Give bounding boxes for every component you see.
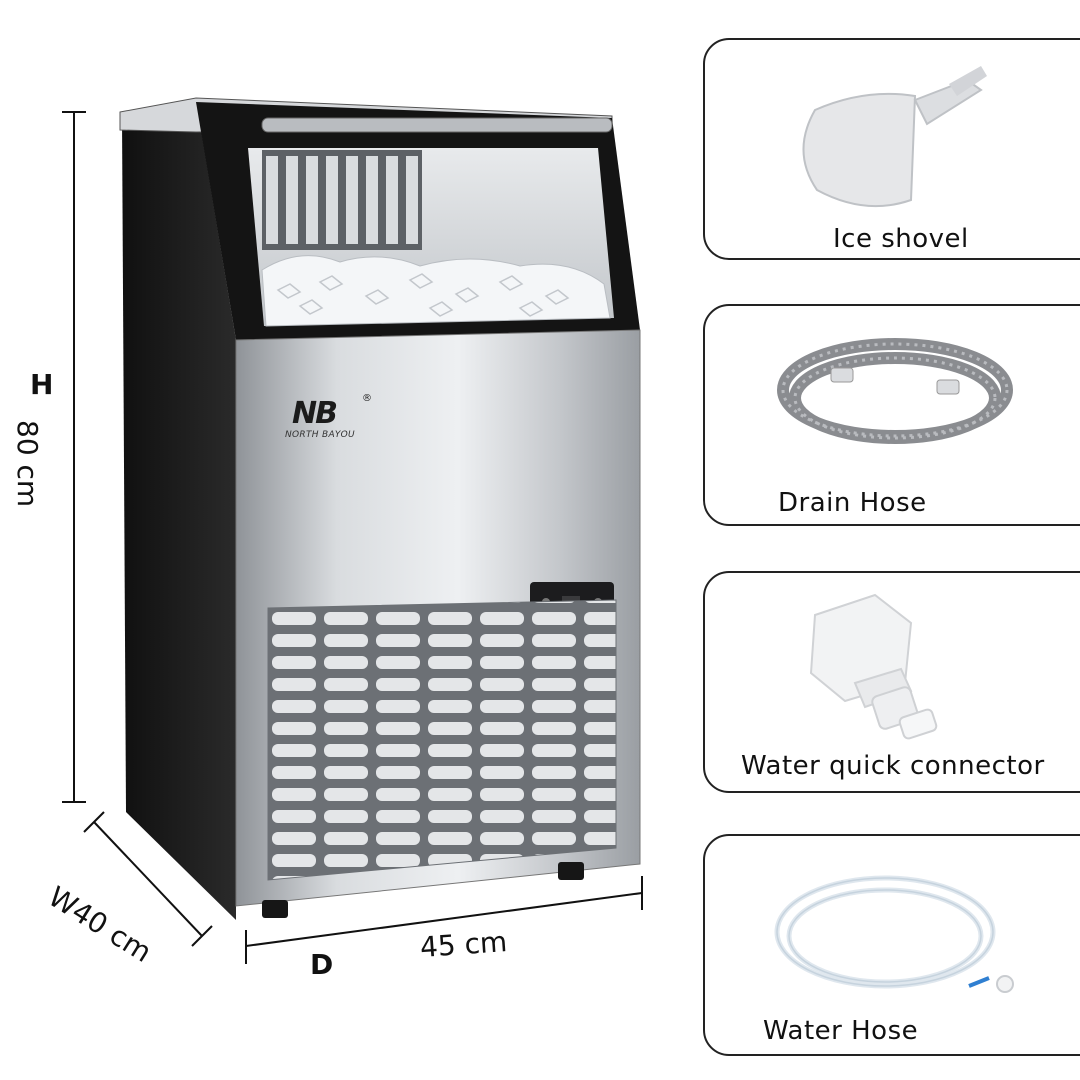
brand-name: NORTH BAYOU (285, 430, 355, 440)
cabinet-side (122, 100, 236, 920)
depth-label: D (310, 948, 334, 981)
accessory-label: Drain Hose (778, 488, 927, 518)
accessory-label: Water Hose (763, 1016, 919, 1046)
accessory-card-water-quick-connector: Water quick connector (703, 571, 1080, 793)
brand-logo: NB (292, 396, 338, 431)
depth-value: 45 cm (418, 924, 509, 965)
height-dimension-line (62, 111, 86, 803)
accessory-label: Ice shovel (833, 224, 969, 254)
water-tube-icon (774, 875, 1014, 993)
vent-grille (267, 599, 617, 881)
height-label: H (30, 368, 54, 401)
width-dimension-line (83, 811, 213, 947)
accessory-label: Water quick connector (741, 751, 1045, 781)
ice-cubes (261, 255, 611, 327)
quick-connector-icon (809, 593, 938, 740)
accessory-card-ice-shovel: Ice shovel (703, 38, 1080, 260)
height-value: 80 cm (11, 420, 44, 508)
foot-front-left (262, 900, 288, 918)
accessory-card-water-hose: Water Hose (703, 834, 1080, 1056)
depth-dimension-line (245, 876, 643, 964)
foot-front-right (558, 862, 584, 880)
accessory-card-drain-hose: Drain Hose (703, 304, 1080, 526)
registered-mark: ® (362, 393, 372, 404)
coiled-hose-icon (777, 338, 1013, 444)
ice-scoop-icon (802, 66, 987, 208)
ice-grid (262, 150, 422, 250)
